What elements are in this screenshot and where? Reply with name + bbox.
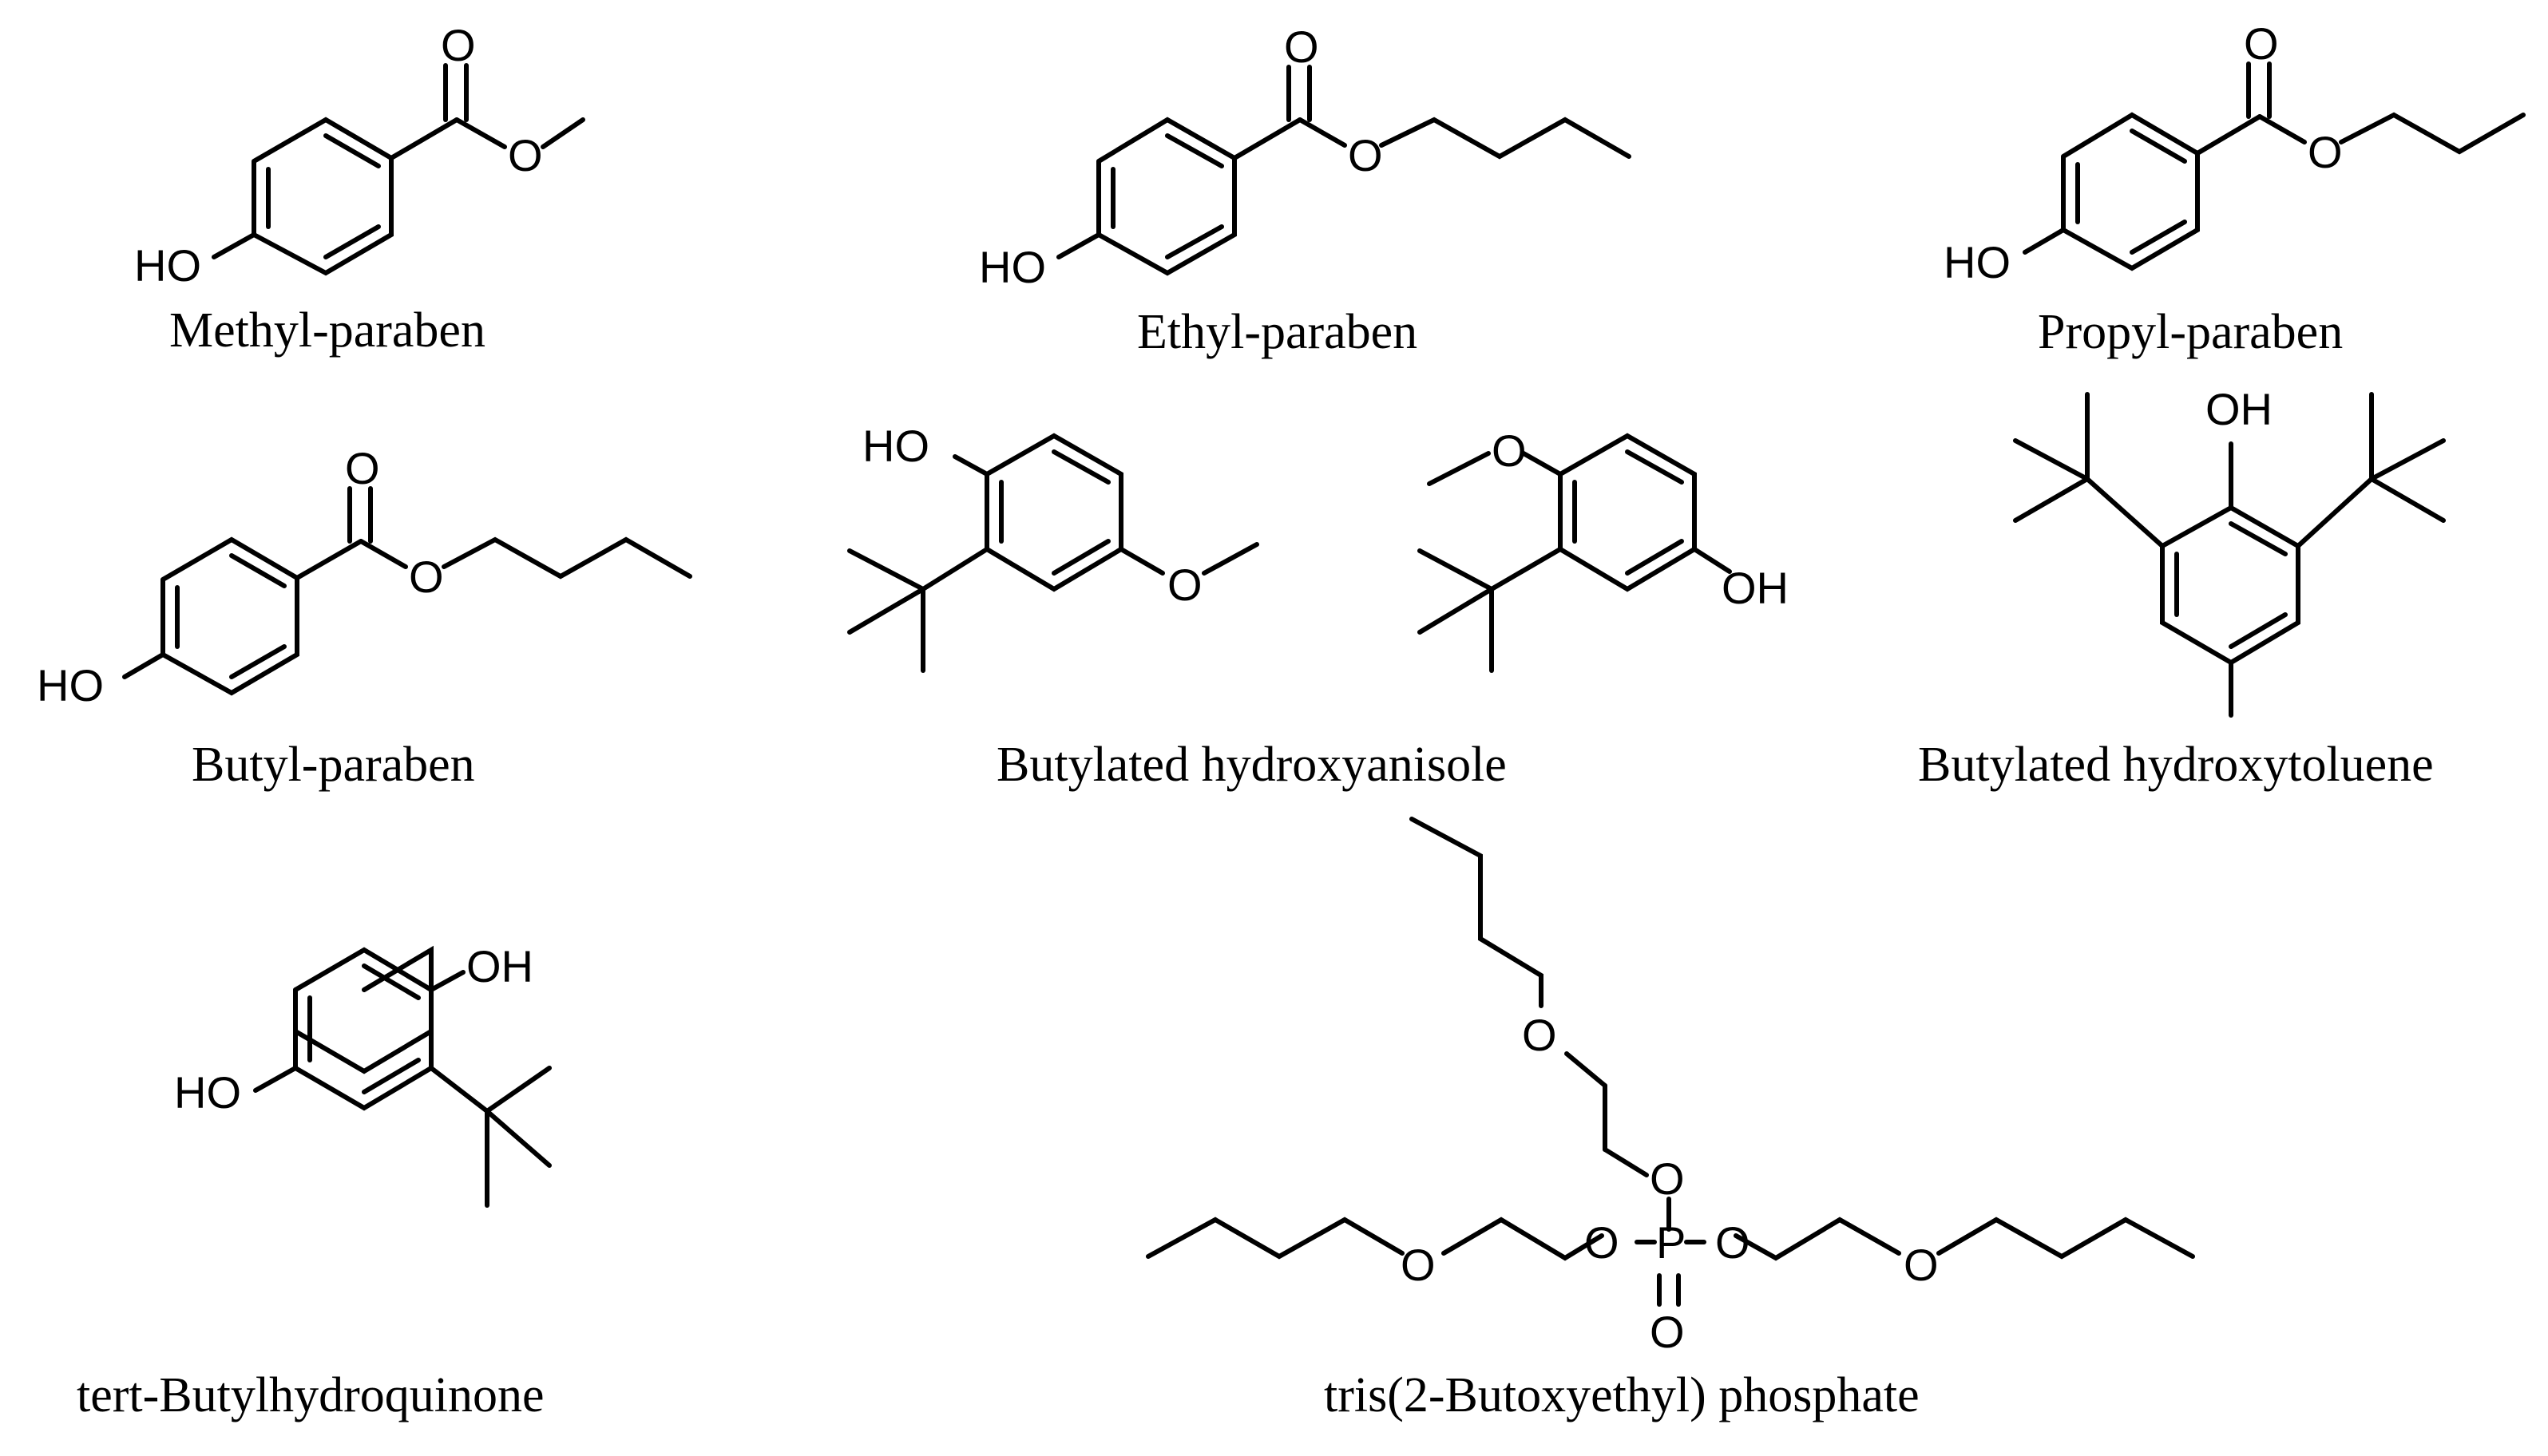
atom-label-o: O <box>441 20 476 70</box>
atom-label-o: O <box>2308 127 2343 177</box>
atom-label-o: O <box>1904 1240 1939 1290</box>
atom-label-o: O <box>2244 18 2279 69</box>
atom-label-oh: OH <box>466 941 533 991</box>
bha-isomer-3-tbu-structure: HO O <box>847 421 1259 673</box>
tbep-structure: O O O P O O O O <box>1146 817 2195 1357</box>
atom-label-o: O <box>1715 1217 1750 1268</box>
atom-label-o: O <box>345 443 380 493</box>
caption-propylparaben: Propyl-paraben <box>2038 305 2343 359</box>
atom-label-p: P <box>1656 1217 1686 1268</box>
atom-label-o: O <box>508 130 543 180</box>
tbhq-structure: OH HO <box>174 941 552 1208</box>
atom-label-o: O <box>1650 1307 1685 1357</box>
atom-label-o: O <box>1522 1010 1557 1060</box>
bht-structure: OH <box>2013 384 2446 718</box>
caption-bha: Butylated hydroxyanisole <box>997 738 1507 792</box>
caption-tbhq: tert-Butylhydroquinone <box>77 1368 544 1422</box>
caption-tbep: tris(2-Butoxyethyl) phosphate <box>1324 1368 1920 1422</box>
butylparaben-structure: O O HO <box>37 443 692 710</box>
atom-label-ho: HO <box>174 1067 241 1118</box>
caption-butylparaben: Butyl-paraben <box>192 738 475 792</box>
atom-label-ho: HO <box>1944 237 2011 287</box>
atom-label-o: O <box>1284 22 1319 72</box>
atom-label-ho: HO <box>37 660 104 710</box>
methylparaben-structure: O O HO <box>134 20 585 291</box>
atom-label-o: O <box>1650 1153 1685 1204</box>
atom-label-ho: HO <box>134 240 201 291</box>
propylparaben-structure: O O HO <box>1944 18 2526 287</box>
bha-isomer-2-tbu-structure: O OH <box>1417 425 1789 673</box>
atom-label-oh: OH <box>2205 384 2273 434</box>
atom-label-o: O <box>409 552 444 602</box>
atom-label-o: O <box>1167 560 1203 610</box>
caption-ethylparaben: Ethyl-paraben <box>1137 305 1417 359</box>
caption-methylparaben: Methyl-paraben <box>169 303 485 358</box>
ethylparaben-structure: O O HO <box>979 22 1631 292</box>
atom-label-ho: HO <box>979 242 1046 292</box>
atom-label-o: O <box>1492 425 1527 476</box>
atom-label-o: O <box>1584 1217 1619 1268</box>
atom-label-o: O <box>1401 1240 1436 1290</box>
atom-label-oh: OH <box>1722 563 1789 613</box>
caption-bht: Butylated hydroxytoluene <box>1918 738 2434 792</box>
atom-label-ho: HO <box>862 421 929 471</box>
atom-label-o: O <box>1348 130 1383 180</box>
